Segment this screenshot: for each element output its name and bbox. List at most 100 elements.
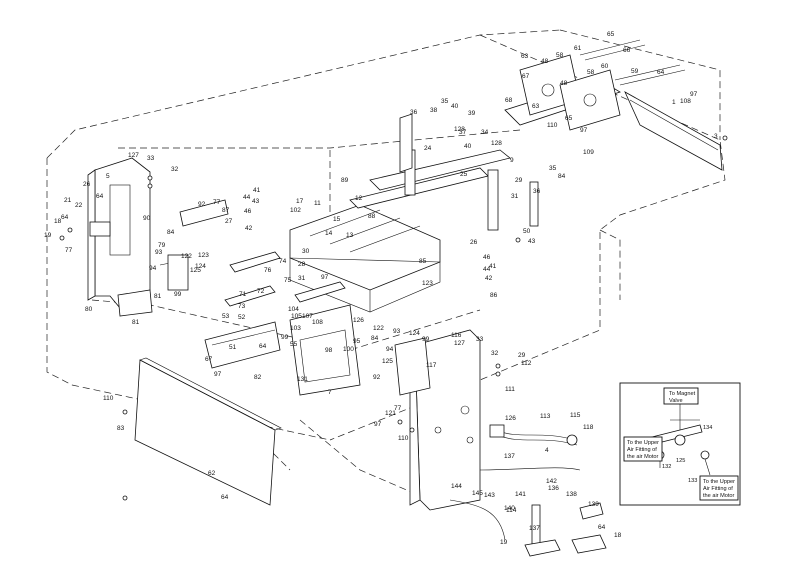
callout-number: 64 [61, 214, 69, 221]
callout-number: 128 [491, 140, 502, 147]
upper-air-left-2: Air Fitting of [627, 447, 657, 453]
inset-callout-134: 134 [703, 425, 712, 431]
callout-number: 52 [238, 314, 246, 321]
callout-number: 29 [515, 177, 523, 184]
callout-number: 36 [533, 188, 541, 195]
callout-number: 139 [588, 501, 599, 508]
callout-number: 33 [147, 155, 155, 162]
callout-number: 97 [580, 127, 588, 134]
callout-number: 97 [321, 274, 329, 281]
callout-number: 58 [587, 69, 595, 76]
callout-number: 19 [44, 232, 52, 239]
callout-number: 90 [143, 215, 151, 222]
callout-number: 37 [459, 129, 467, 136]
callout-number: 61 [574, 45, 582, 52]
callout-number: 111 [505, 386, 515, 393]
callout-number: 123 [198, 252, 209, 259]
upper-air-right-box [699, 475, 739, 501]
callout-number: 89 [341, 177, 349, 184]
callout-number: 108 [680, 98, 691, 105]
callout-number: 142 [546, 478, 557, 485]
callout-number: 84 [558, 173, 566, 180]
callout-number: 127 [454, 340, 465, 347]
callout-number: 117 [426, 362, 437, 369]
magnet-valve-box [663, 387, 699, 405]
callout-number: 124 [409, 330, 420, 337]
callout-number: 77 [65, 247, 73, 254]
callout-number: 141 [515, 491, 526, 498]
fasteners [59, 135, 728, 501]
callout-number: 50 [523, 228, 531, 235]
callout-number: 92 [373, 374, 381, 381]
callout-number: 53 [222, 313, 230, 320]
upper-air-right-3: the air Motor [703, 493, 735, 499]
callout-number: 74 [279, 258, 287, 265]
callout-number: 32 [491, 350, 499, 357]
linkage-parts [159, 199, 431, 396]
callout-number: 41 [489, 263, 497, 270]
callout-number: 62 [208, 470, 216, 477]
callout-number: 67 [522, 73, 530, 80]
callout-number: 5 [106, 173, 110, 180]
callout-number: 136 [548, 485, 559, 492]
upper-air-left-box [623, 436, 663, 462]
magnet-label-1: To Magnet [669, 391, 696, 397]
callout-number: 92 [198, 201, 206, 208]
callout-number: 99 [422, 336, 430, 343]
callout-number: 138 [566, 491, 577, 498]
callout-number: 31 [298, 275, 306, 282]
callout-number: 87 [222, 207, 230, 214]
callout-number: 48 [560, 80, 568, 87]
callout-number: 73 [238, 303, 246, 310]
callout-number: 128 [454, 126, 465, 133]
callout-number: 13 [346, 232, 354, 239]
callout-number: 99 [281, 334, 289, 341]
callout-number: 9 [510, 157, 514, 164]
callout-number: 102 [290, 207, 301, 214]
callout-number: 105 [291, 313, 302, 320]
callout-number: 118 [583, 424, 594, 431]
callout-number: 36 [410, 109, 418, 116]
callout-number: 93 [393, 328, 401, 335]
callout-number: 84 [167, 229, 175, 236]
callout-number: 110 [547, 122, 558, 129]
callout-number: 35 [549, 165, 557, 172]
callout-number: 1 [672, 99, 676, 106]
callout-number: 81 [154, 293, 162, 300]
callout-number: 103 [290, 325, 301, 332]
callout-number: 79 [158, 242, 166, 249]
callout-number: 15 [333, 216, 341, 223]
callout-number: 123 [422, 280, 433, 287]
callout-number: 12 [355, 195, 363, 202]
callout-number: 65 [565, 115, 573, 122]
top-right-cylinders [519, 39, 686, 131]
callout-number: 19 [500, 539, 508, 546]
callout-number: 98 [325, 347, 333, 354]
callout-number: 127 [128, 152, 139, 159]
callout-number: 145 [472, 490, 483, 497]
upper-air-right-2: Air Fitting of [703, 486, 733, 492]
callout-number: 125 [190, 267, 201, 274]
callout-number: 72 [257, 288, 265, 295]
callout-number: 112 [521, 360, 532, 367]
callout-number: 48 [541, 58, 549, 65]
callout-number: 140 [504, 505, 515, 512]
callout-number: 99 [174, 291, 182, 298]
callout-number: 43 [528, 238, 536, 245]
callout-number: 97 [214, 371, 222, 378]
callout-number: 116 [451, 332, 462, 339]
callout-number: 40 [464, 143, 472, 150]
callout-number: 85 [419, 258, 427, 265]
callout-number: 44 [483, 266, 491, 273]
callout-number: 100 [343, 346, 354, 353]
callout-number: 109 [583, 149, 594, 156]
callout-number: 51 [229, 344, 237, 351]
upper-air-left-1: To the Upper [627, 440, 659, 446]
callout-number: 46 [244, 208, 252, 215]
callout-number: 76 [264, 267, 272, 274]
callout-number: 115 [570, 412, 581, 419]
callout-number: 25 [460, 171, 468, 178]
callout-number: 46 [483, 254, 491, 261]
callout-number: 68 [505, 97, 513, 104]
callout-number: 94 [386, 346, 394, 353]
